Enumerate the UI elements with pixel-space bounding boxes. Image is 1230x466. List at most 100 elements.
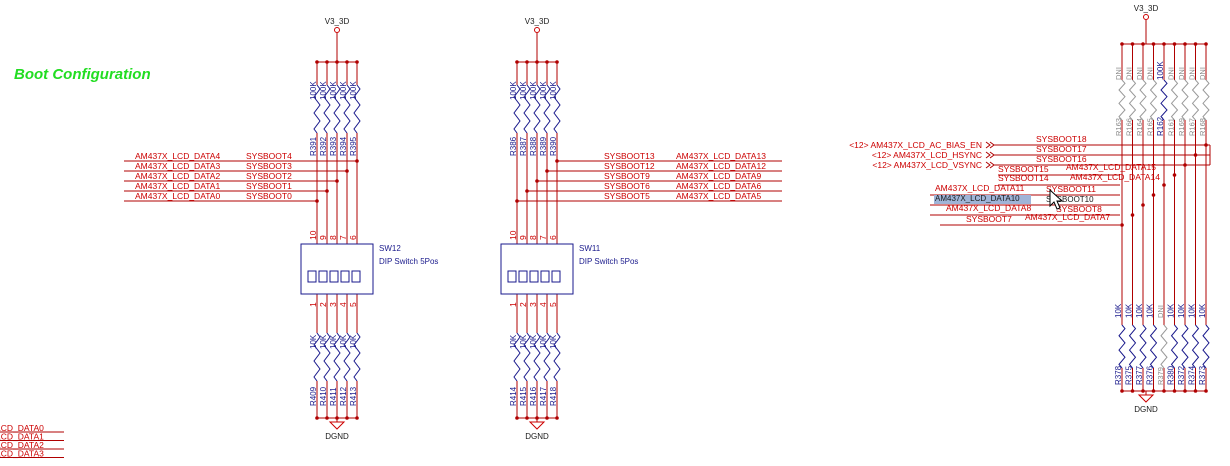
pulldown-resistor <box>1118 324 1126 369</box>
sysboot-label: SYSBOOT0 <box>246 191 292 201</box>
ground-symbol <box>528 421 546 430</box>
pullup-value: DNI <box>1167 67 1176 80</box>
pullup-value: 100K <box>339 81 348 100</box>
dip-switch-toggle <box>307 270 317 283</box>
switch-desc: DIP Switch 5Pos <box>379 257 438 266</box>
pulldown-resistor <box>1202 324 1210 369</box>
pulldown-value: 10K <box>309 334 318 349</box>
mouse-cursor-icon <box>1049 188 1064 210</box>
power-label: V3_3D <box>525 17 550 26</box>
pullup-ref: R392 <box>319 136 328 156</box>
edge-net-label: LCD_DATA2 <box>0 440 44 450</box>
dip-switch-body <box>500 243 574 295</box>
pulldown-ref: R378 <box>1114 365 1123 385</box>
pulldown-value: 10K <box>1114 303 1123 318</box>
switch-pin-bottom: 3 <box>328 302 338 307</box>
switch-pin-bottom: 1 <box>508 302 518 307</box>
pullup-value: 100K <box>549 81 558 100</box>
lcd-net-label: AM437X_LCD_DATA1 <box>135 181 220 191</box>
pullup-value: DNI <box>1146 67 1155 80</box>
pullup-resistor <box>523 84 531 134</box>
pulldown-value: 10K <box>1177 303 1186 318</box>
pulldown-value: 10K <box>349 334 358 349</box>
dip-switch-toggle <box>340 270 350 283</box>
junction-dot <box>1183 163 1187 167</box>
pullup-resistor <box>313 84 321 134</box>
power-symbol <box>1143 14 1149 20</box>
switch-pin-top: 10 <box>308 230 318 240</box>
lcd-net-label: AM437X_LCD_DATA13 <box>676 151 766 161</box>
pullup-value: 100K <box>309 81 318 100</box>
junction-dot <box>1204 143 1208 147</box>
power-symbol <box>534 27 540 33</box>
pulldown-resistor <box>343 332 351 382</box>
pullup-value: DNI <box>1198 67 1207 80</box>
ground-label: DGND <box>325 432 349 441</box>
pullup-value: DNI <box>1188 67 1197 80</box>
ground-symbol <box>1137 394 1155 403</box>
dip-switch-toggle <box>329 270 339 283</box>
sysboot-label: SYSBOOT1 <box>246 181 292 191</box>
pullup-resistor <box>323 84 331 134</box>
pulldown-value: 10K <box>329 334 338 349</box>
section-title: Boot Configuration <box>14 66 151 83</box>
pullup-ref: R390 <box>549 136 558 156</box>
lcd-net-label: AM437X_LCD_DATA11 <box>935 183 1025 193</box>
edge-net-label: LCD_DATA0 <box>0 423 44 433</box>
pullup-resistor <box>1202 79 1210 121</box>
pullup-resistor <box>333 84 341 134</box>
pullup-ref: R168 <box>1198 118 1207 136</box>
dip-switch-toggle <box>540 270 550 283</box>
pulldown-value: 10K <box>509 334 518 349</box>
pulldown-ref: R414 <box>509 386 518 406</box>
pullup-resistor <box>1170 79 1179 121</box>
pulldown-value: 10K <box>339 334 348 349</box>
pulldown-ref: R410 <box>319 386 328 406</box>
switch-pin-top: 8 <box>528 235 538 240</box>
pulldown-resistor <box>1149 324 1158 369</box>
switch-pin-bottom: 4 <box>338 302 348 307</box>
dip-switch-toggle <box>318 270 328 283</box>
pullup-resistor <box>513 84 521 134</box>
junction-dot <box>1130 213 1135 217</box>
pulldown-value: 10K <box>319 334 328 349</box>
dip-switch-toggle <box>518 270 528 283</box>
pullup-resistor <box>1181 79 1189 121</box>
power-label: V3_3D <box>1134 4 1159 13</box>
pullup-ref: R164 <box>1135 118 1144 136</box>
pullup-ref: R167 <box>1188 118 1197 136</box>
sysboot-label: SYSBOOT14 <box>998 173 1049 183</box>
ground-symbol <box>328 421 346 430</box>
ground-label: DGND <box>525 432 549 441</box>
dip-switch-toggle <box>529 270 539 283</box>
junction-dot <box>1162 183 1166 187</box>
pullup-value: 100K <box>509 81 518 100</box>
switch-pin-bottom: 4 <box>538 302 548 307</box>
pullup-ref: R393 <box>329 136 338 156</box>
pulldown-ref: R376 <box>1146 365 1155 385</box>
pulldown-ref: R379 <box>1156 367 1165 385</box>
switch-pin-top: 9 <box>318 235 328 240</box>
edge-net-label: LCD_DATA3 <box>0 449 44 459</box>
junction-dot <box>1193 153 1198 157</box>
pulldown-resistor <box>333 332 341 382</box>
sysboot-label: SYSBOOT7 <box>966 214 1012 224</box>
pullup-value: 100K <box>1156 61 1165 80</box>
lcd-net-label: AM437X_LCD_DATA10 <box>935 194 1020 203</box>
pulldown-resistor <box>323 332 331 382</box>
junction-dot <box>1141 203 1145 207</box>
pullup-ref: R161 <box>1167 118 1176 136</box>
pullup-ref: R165 <box>1146 118 1155 136</box>
sysboot-label: SYSBOOT9 <box>604 171 650 181</box>
sysboot-label: SYSBOOT8 <box>1056 204 1102 214</box>
lcd-net-label: AM437X_LCD_DATA14 <box>1070 172 1160 182</box>
sysboot-label: SYSBOOT3 <box>246 161 292 171</box>
lcd-net-label: AM437X_LCD_DATA12 <box>676 161 766 171</box>
pulldown-resistor <box>313 332 321 382</box>
sysboot-label: SYSBOOT13 <box>604 151 655 161</box>
pullup-value: 100K <box>529 81 538 100</box>
port-arrow <box>985 151 995 159</box>
sysboot-label: SYSBOOT10 <box>1046 195 1094 204</box>
pullup-resistor <box>1128 79 1137 121</box>
pulldown-ref: R373 <box>1198 365 1207 385</box>
